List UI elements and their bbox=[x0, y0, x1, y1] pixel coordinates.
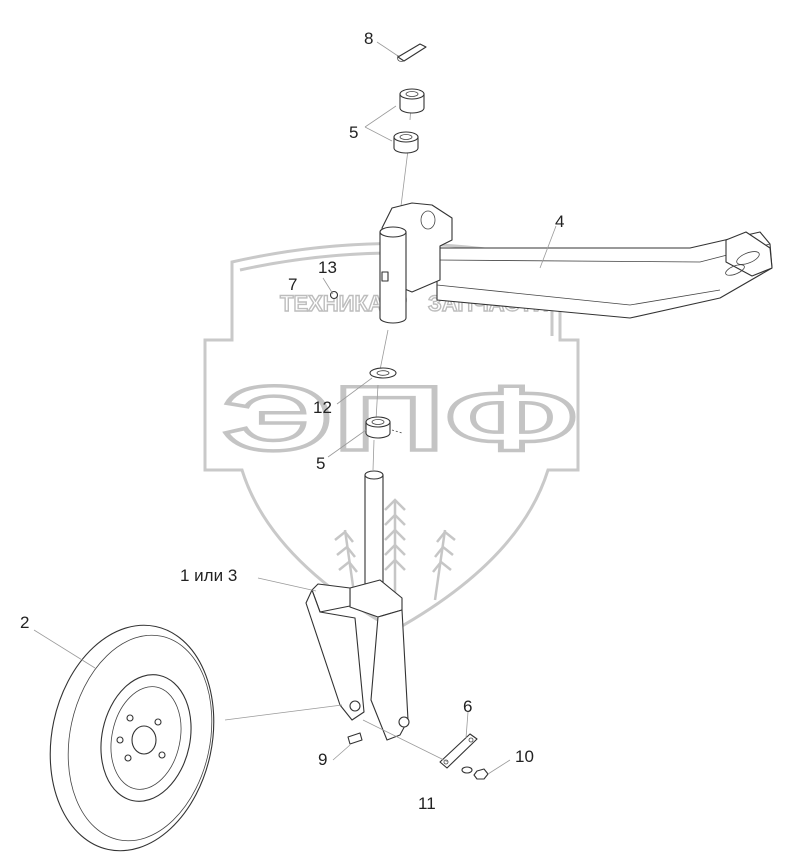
locking-plate-part bbox=[439, 733, 478, 769]
watermark-wheat-icon bbox=[334, 498, 456, 601]
washer-part bbox=[369, 367, 397, 379]
nut-part bbox=[473, 768, 489, 780]
callout-5-upper: 5 bbox=[349, 123, 358, 142]
bearing-part-upper-1 bbox=[399, 88, 425, 114]
callout-10: 10 bbox=[515, 747, 534, 766]
wheel-part bbox=[49, 624, 215, 852]
pivot-tube-part bbox=[379, 226, 407, 324]
callout-8: 8 bbox=[364, 29, 373, 48]
callout-7: 7 bbox=[288, 275, 297, 294]
watermark-monogram: ЭПФ bbox=[222, 368, 578, 470]
callout-13: 13 bbox=[318, 258, 337, 277]
callout-6: 6 bbox=[463, 697, 472, 716]
axle-bolt-part bbox=[347, 732, 363, 745]
caster-fork-part bbox=[305, 470, 410, 741]
frame-arm-part bbox=[381, 202, 773, 319]
leader-lines bbox=[33, 41, 557, 775]
callout-4: 4 bbox=[555, 212, 564, 231]
grease-nipple-part bbox=[329, 290, 339, 300]
bearing-part-lower bbox=[365, 416, 403, 439]
callout-12: 12 bbox=[313, 398, 332, 417]
callout-2: 2 bbox=[20, 613, 29, 632]
callout-11: 11 bbox=[418, 794, 436, 813]
callout-9: 9 bbox=[318, 750, 327, 769]
cotter-pin-part bbox=[397, 43, 427, 62]
callout-1-or-3: 1 или 3 bbox=[180, 566, 237, 585]
spring-washer-part bbox=[461, 766, 473, 774]
bearing-part-upper-2 bbox=[393, 131, 419, 154]
callout-5-lower: 5 bbox=[316, 454, 325, 473]
